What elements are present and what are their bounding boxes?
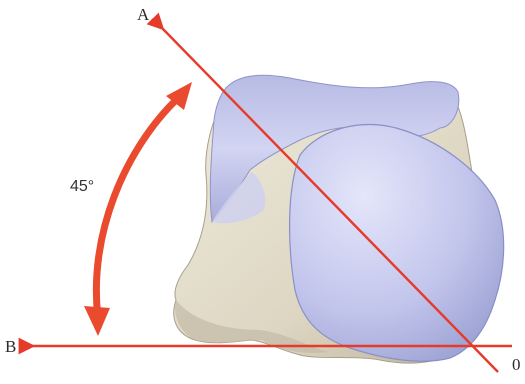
angle-label: 45° [70,179,94,195]
label-b: B [5,338,16,355]
label-origin: 0 [512,356,521,373]
label-a: A [137,6,149,23]
dome-articular-surface [290,124,504,361]
angle-arc [96,100,176,318]
angle-arrowhead-bottom [84,306,110,336]
